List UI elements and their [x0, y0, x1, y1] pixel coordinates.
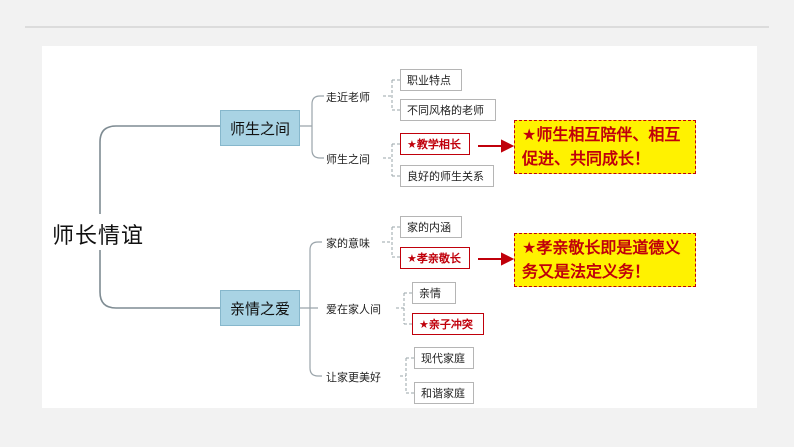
root-node: 师长情谊 [52, 224, 145, 249]
leaf-harmonious-family: 和谐家庭 [414, 382, 474, 404]
subnode-approach-teacher: 走近老师 [326, 91, 370, 104]
leaf-career-traits: 职业特点 [400, 69, 462, 91]
subnode-teacher-student: 师生之间 [326, 153, 370, 166]
leaf-teaching-learning: ★教学相长 [400, 133, 470, 155]
leaf-good-relationship: 良好的师生关系 [400, 165, 494, 187]
leaf-teacher-styles: 不同风格的老师 [400, 99, 496, 121]
subnode-meaning-of-home: 家的意味 [326, 237, 370, 250]
leaf-affection: 亲情 [412, 282, 456, 304]
callout-teacher-student: ★师生相互陪伴、相互促进、共同成长！ [514, 120, 696, 174]
subnode-love-in-family: 爱在家人间 [326, 303, 381, 316]
callout-filial-duty: ★孝亲敬长即是道德义务又是法定义务！ [514, 233, 696, 287]
leaf-filial-piety: ★孝亲敬长 [400, 247, 470, 269]
branch-family-love: 亲情之爱 [220, 290, 300, 326]
branch-teacher-student: 师生之间 [220, 110, 300, 146]
title-underline [25, 26, 769, 28]
leaf-parent-child-conflict: ★亲子冲突 [412, 313, 484, 335]
leaf-home-connotation: 家的内涵 [400, 216, 462, 238]
leaf-modern-family: 现代家庭 [414, 347, 474, 369]
subnode-better-home: 让家更美好 [326, 371, 381, 384]
